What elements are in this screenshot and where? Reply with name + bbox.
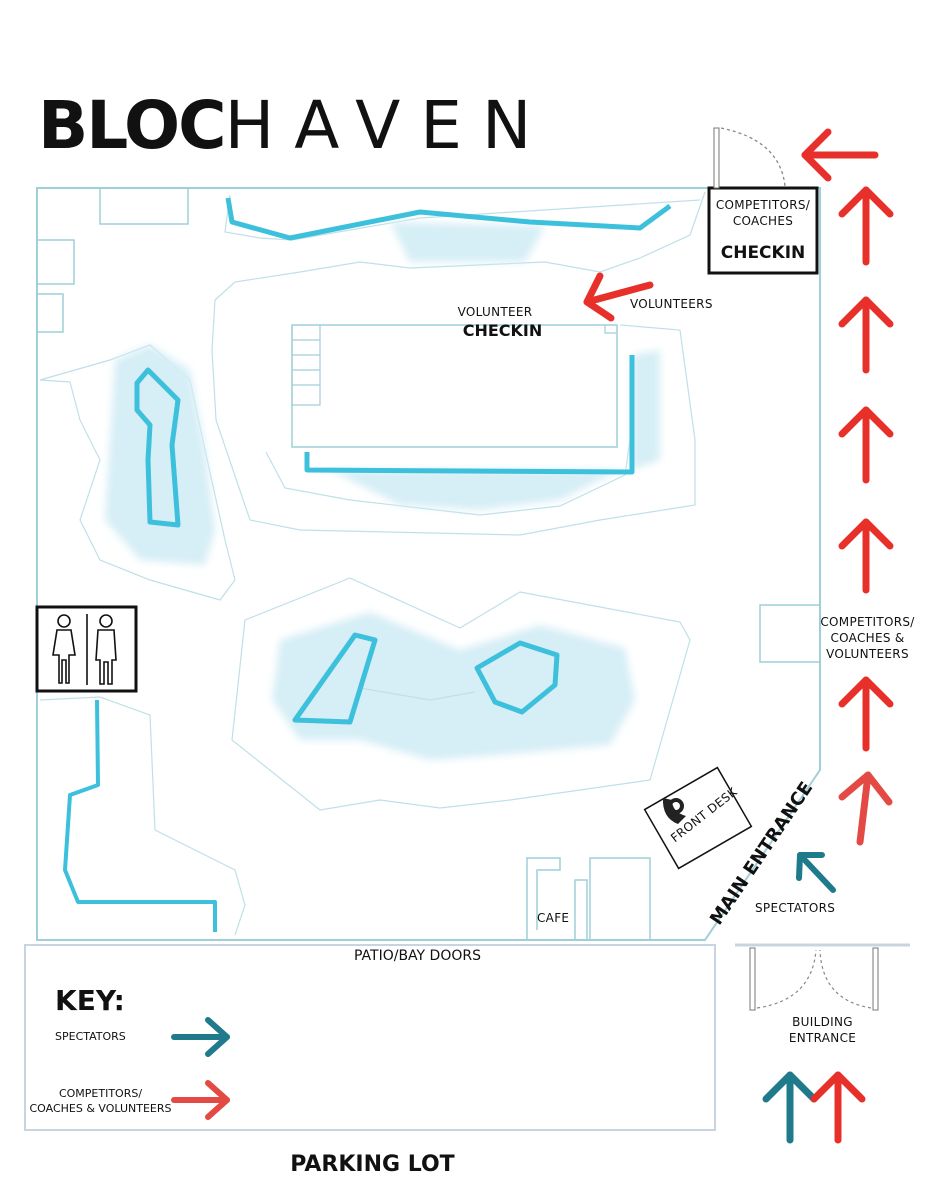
building-entrance-line2: ENTRANCE bbox=[788, 1031, 857, 1046]
parking-lot-label: PARKING LOT bbox=[290, 1152, 455, 1177]
room-top-left bbox=[99, 187, 189, 225]
center-top-climbing-area bbox=[211, 299, 696, 536]
bloc-haven-logo: BLOCHAVEN bbox=[38, 88, 551, 164]
side-route-line1: COMPETITORS/ bbox=[820, 615, 915, 629]
top-climbing-area bbox=[214, 191, 706, 301]
side-route-line2: COACHES & bbox=[830, 631, 905, 646]
lower-left-climbing-area bbox=[39, 696, 246, 936]
cafe-area bbox=[526, 857, 651, 941]
competitor-up-arrow-light bbox=[838, 771, 893, 846]
logo-bold-part: BLOC bbox=[38, 87, 227, 164]
room-left-1 bbox=[36, 239, 75, 285]
building-entrance-doors bbox=[735, 943, 910, 1011]
volunteer-checkin-label: VOLUNTEER bbox=[457, 305, 533, 319]
competitors-checkin-line1: COMPETITORS/ bbox=[715, 198, 811, 212]
cafe-label: CAFE bbox=[537, 911, 570, 925]
key-competitor-arrow bbox=[171, 1080, 230, 1120]
building-entrance-label: BUILDING ENTRANCE bbox=[770, 1014, 875, 1046]
front-desk-person-icon bbox=[662, 798, 686, 824]
volunteer-arrow bbox=[583, 272, 654, 322]
restroom bbox=[35, 605, 138, 693]
competitors-checkin-box bbox=[707, 186, 819, 275]
key-competitors-line1: COMPETITORS/ bbox=[58, 1087, 143, 1100]
key-spectator-arrow bbox=[171, 1017, 230, 1057]
side-route-line3: VOLUNTEERS bbox=[826, 647, 909, 662]
spectators-arrow-label: SPECTATORS bbox=[755, 901, 836, 915]
entrance-spectator-arrow bbox=[762, 1071, 818, 1144]
spectator-arrow bbox=[796, 852, 836, 893]
competitor-up-arrows bbox=[838, 186, 894, 752]
competitor-arrow-to-checkin bbox=[801, 128, 879, 182]
building-outline bbox=[36, 187, 821, 941]
arrow-icon bbox=[171, 128, 894, 1144]
room-left-2 bbox=[36, 293, 64, 333]
key-competitors-label: COMPETITORS/ COACHES & VOLUNTEERS bbox=[23, 1087, 178, 1117]
room-right-side bbox=[759, 604, 821, 663]
side-route-label: COMPETITORS/ COACHES & VOLUNTEERS bbox=[820, 614, 915, 663]
center-boulder-area bbox=[231, 577, 691, 811]
front-desk bbox=[643, 766, 753, 870]
key-spectators-label: SPECTATORS bbox=[55, 1030, 126, 1043]
patio-label: PATIO/BAY DOORS bbox=[354, 948, 481, 964]
entrance-competitor-arrow bbox=[810, 1071, 866, 1144]
competitors-checkin-line2: COACHES bbox=[732, 214, 794, 229]
key-competitors-line2: COACHES & VOLUNTEERS bbox=[29, 1101, 172, 1115]
restroom-icon bbox=[52, 614, 117, 685]
competitors-checkin-label: COMPETITORS/ COACHES bbox=[709, 197, 817, 229]
key-title: KEY: bbox=[55, 984, 125, 1017]
competitors-door bbox=[713, 127, 786, 189]
left-pillar-climbing-area bbox=[39, 344, 236, 601]
volunteer-checkin-title: CHECKIN bbox=[462, 321, 543, 340]
volunteers-arrow-label: VOLUNTEERS bbox=[630, 297, 713, 311]
competitors-checkin-title: CHECKIN bbox=[720, 243, 806, 263]
logo-light-part: HAVEN bbox=[224, 87, 552, 164]
patio-building bbox=[24, 944, 716, 1131]
building-entrance-line1: BUILDING bbox=[792, 1015, 853, 1029]
